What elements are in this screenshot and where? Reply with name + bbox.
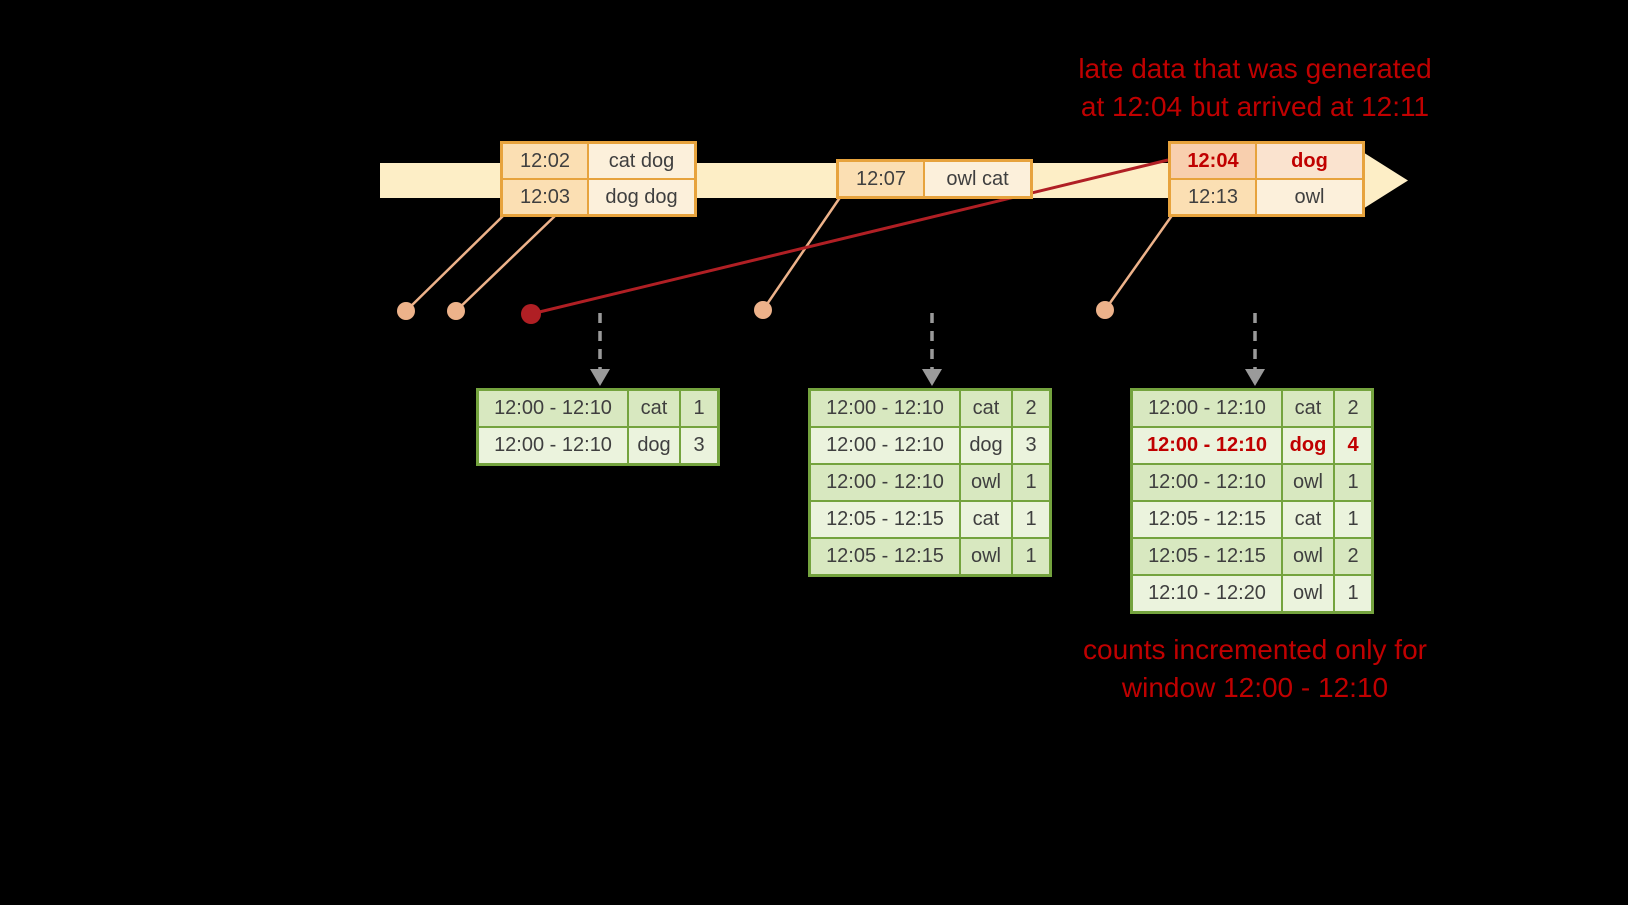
result-window: 12:00 - 12:10 bbox=[810, 390, 960, 427]
result-window: 12:10 - 12:20 bbox=[1132, 575, 1282, 612]
result-count: 1 bbox=[1012, 501, 1050, 538]
late-result-window: 12:00 - 12:10 bbox=[1132, 427, 1282, 464]
event-time: 12:13 bbox=[1170, 179, 1256, 215]
result-word: cat bbox=[628, 390, 680, 427]
trigger-arrow-1-head bbox=[590, 369, 610, 386]
counts-incremented-annotation: counts incremented only for window 12:00… bbox=[1020, 631, 1490, 707]
event-words: owl cat bbox=[924, 161, 1031, 197]
event-time: 12:03 bbox=[502, 179, 588, 215]
result-window: 12:00 - 12:10 bbox=[810, 464, 960, 501]
result-window: 12:00 - 12:10 bbox=[810, 427, 960, 464]
result-word: owl bbox=[960, 538, 1012, 575]
event-words: dog dog bbox=[588, 179, 695, 215]
result-window: 12:00 - 12:10 bbox=[1132, 390, 1282, 427]
result-window: 12:00 - 12:10 bbox=[1132, 464, 1282, 501]
connector-line-1207 bbox=[761, 195, 843, 311]
result-word: cat bbox=[1282, 501, 1334, 538]
result-word: cat bbox=[1282, 390, 1334, 427]
event-dot-1207 bbox=[754, 301, 772, 319]
result-count: 1 bbox=[1334, 501, 1372, 538]
result-count: 3 bbox=[680, 427, 718, 464]
result-window: 12:00 - 12:10 bbox=[478, 427, 628, 464]
result-window: 12:05 - 12:15 bbox=[810, 501, 960, 538]
event-group-1: 12:02 cat dog 12:03 dog dog bbox=[500, 141, 697, 217]
event-group-3: 12:04 dog 12:13 owl bbox=[1168, 141, 1365, 217]
result-window: 12:00 - 12:10 bbox=[478, 390, 628, 427]
event-dot-1203 bbox=[447, 302, 465, 320]
event-time: 12:02 bbox=[502, 143, 588, 179]
late-event-time: 12:04 bbox=[1170, 143, 1256, 179]
late-event-words: dog bbox=[1256, 143, 1363, 179]
result-word: cat bbox=[960, 390, 1012, 427]
result-word: dog bbox=[628, 427, 680, 464]
result-word: owl bbox=[1282, 538, 1334, 575]
event-group-2: 12:07 owl cat bbox=[836, 159, 1033, 199]
counts-incremented-annotation-line2: window 12:00 - 12:10 bbox=[1121, 672, 1389, 703]
result-count: 3 bbox=[1012, 427, 1050, 464]
event-time: 12:07 bbox=[838, 161, 924, 197]
trigger-arrow-3-head bbox=[1245, 369, 1265, 386]
result-window: 12:05 - 12:15 bbox=[1132, 538, 1282, 575]
result-window: 12:05 - 12:15 bbox=[1132, 501, 1282, 538]
connector-line-1203 bbox=[455, 213, 558, 312]
result-count: 1 bbox=[680, 390, 718, 427]
result-word: owl bbox=[960, 464, 1012, 501]
event-words: owl bbox=[1256, 179, 1363, 215]
result-word: cat bbox=[960, 501, 1012, 538]
result-count: 2 bbox=[1334, 538, 1372, 575]
late-data-line bbox=[530, 158, 1169, 316]
result-count: 2 bbox=[1012, 390, 1050, 427]
counts-incremented-annotation-line1: counts incremented only for bbox=[1083, 634, 1427, 665]
result-window: 12:05 - 12:15 bbox=[810, 538, 960, 575]
connector-line-1213 bbox=[1103, 213, 1175, 311]
result-count: 1 bbox=[1012, 538, 1050, 575]
late-event-dot-1204 bbox=[521, 304, 541, 324]
result-count: 1 bbox=[1012, 464, 1050, 501]
result-word: owl bbox=[1282, 575, 1334, 612]
result-count: 1 bbox=[1334, 464, 1372, 501]
result-table-3: 12:00 - 12:10 cat 2 12:00 - 12:10 dog 4 … bbox=[1130, 388, 1374, 614]
trigger-arrow-2-head bbox=[922, 369, 942, 386]
late-data-annotation-line2: at 12:04 but arrived at 12:11 bbox=[1080, 91, 1430, 122]
result-count: 1 bbox=[1334, 575, 1372, 612]
late-data-annotation-line1: late data that was generated bbox=[1078, 53, 1432, 84]
result-table-1: 12:00 - 12:10 cat 1 12:00 - 12:10 dog 3 bbox=[476, 388, 720, 466]
connector-line-1202 bbox=[405, 213, 506, 312]
event-dot-1202 bbox=[397, 302, 415, 320]
result-table-2: 12:00 - 12:10 cat 2 12:00 - 12:10 dog 3 … bbox=[808, 388, 1052, 577]
event-dot-1213 bbox=[1096, 301, 1114, 319]
result-word: owl bbox=[1282, 464, 1334, 501]
late-result-word: dog bbox=[1282, 427, 1334, 464]
result-count: 2 bbox=[1334, 390, 1372, 427]
result-word: dog bbox=[960, 427, 1012, 464]
late-data-annotation: late data that was generated at 12:04 bu… bbox=[1020, 50, 1490, 126]
late-result-count: 4 bbox=[1334, 427, 1372, 464]
event-words: cat dog bbox=[588, 143, 695, 179]
